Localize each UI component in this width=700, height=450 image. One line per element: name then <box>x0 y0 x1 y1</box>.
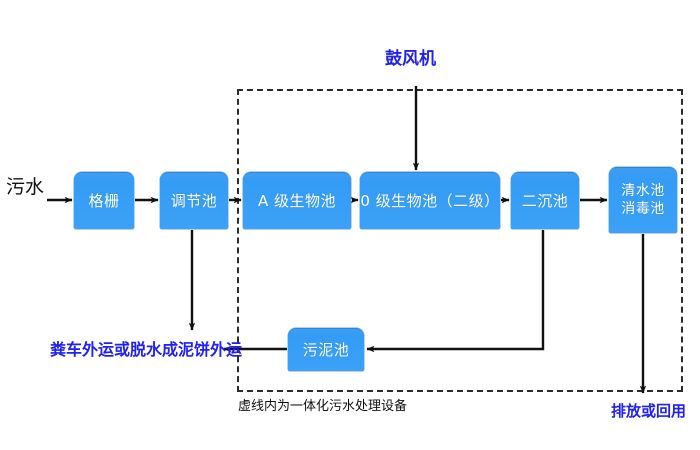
node-a-stage-bio-tank[interactable]: A 级生物池 <box>243 172 351 229</box>
node-o-stage-bio-tank[interactable]: 0 级生物池（二级） <box>360 172 500 229</box>
label-discharge-or-reuse: 排放或回用 <box>611 402 687 420</box>
label-blower: 鼓风机 <box>385 49 436 69</box>
label-dashed-boundary-note: 虚线内为一体化污水处理设备 <box>238 399 408 414</box>
node-grid[interactable]: 格栅 <box>74 172 134 229</box>
node-secondary-clarifier[interactable]: 二沉池 <box>511 172 579 229</box>
node-sludge-tank[interactable]: 污泥池 <box>288 328 364 371</box>
label-influent: 污水 <box>6 176 45 198</box>
node-clearwater-disinfection-tank[interactable]: 清水池 消毒池 <box>609 167 677 233</box>
label-sludge-haul-away: 粪车外运或脱水成泥饼外运 <box>50 340 243 359</box>
integrated-equipment-dashed-boundary <box>237 89 683 392</box>
node-adjust-tank[interactable]: 调节池 <box>160 172 228 229</box>
